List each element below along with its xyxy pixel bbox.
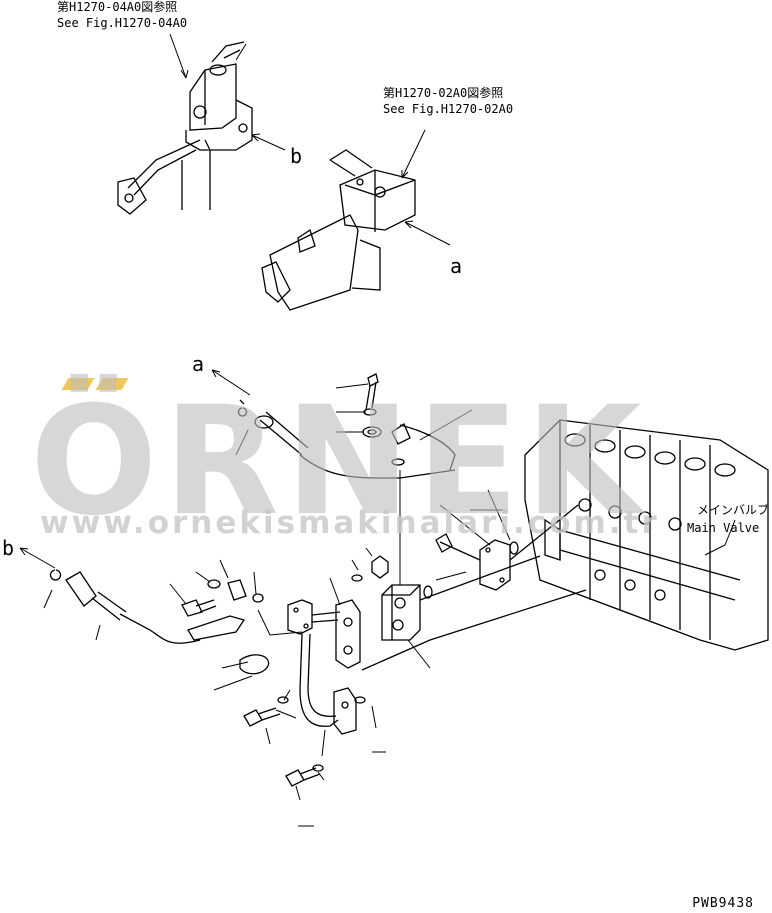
upper-left-valve-assembly [117,33,286,215]
piping-and-fittings [19,369,587,827]
watermark-logo: ÖRNEK [30,375,648,549]
upper-right-valve-assembly [261,129,451,311]
drawing-code: PWB9438 [692,896,754,911]
main-valve-label-jp: メインバルブ [696,503,769,517]
ref-label-top-left-jp: 第H1270-04A0図参照 [57,0,178,14]
ref-label-top-right-en: See Fig.H1270-02A0 [383,102,514,116]
callout-a-mid: a [192,352,205,376]
main-valve-body [524,419,769,651]
main-valve-label-en: Main Valve [687,521,760,535]
ref-label-top-left-en: See Fig.H1270-04A0 [57,16,188,30]
callout-b-mid: b [2,536,15,560]
watermark-url: www.ornekismakinalari.com.tr [40,505,660,541]
callout-b-top: b [290,144,303,168]
ref-label-top-right-jp: 第H1270-02A0図参照 [383,86,504,100]
callout-a-top: a [450,254,463,278]
